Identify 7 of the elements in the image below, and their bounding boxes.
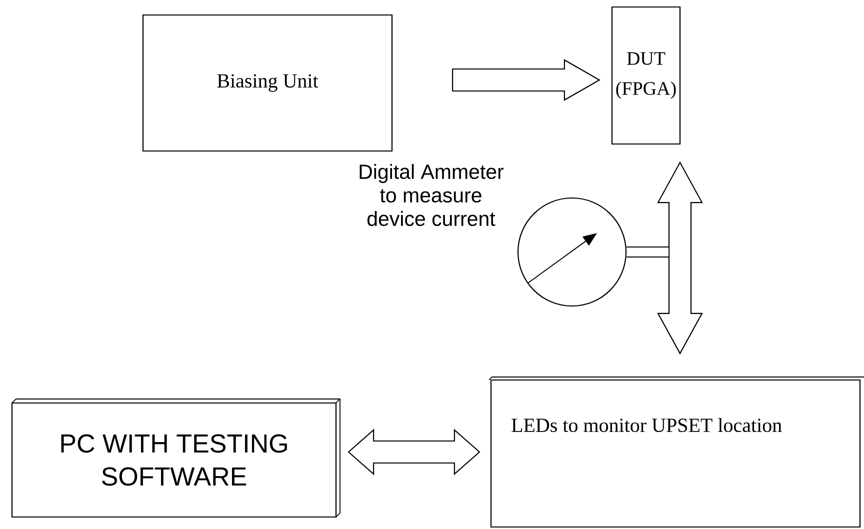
pc-box: PC WITH TESTING SOFTWARE [11, 398, 340, 518]
ammeter-label: Digital Ammeter to measure device current [360, 164, 504, 226]
led-panel-box: LEDs to monitor UPSET location [488, 376, 864, 528]
biasing-unit-box: Biasing Unit [142, 14, 393, 152]
block-arrow [452, 59, 601, 101]
dut-box: DUT (FPGA) [611, 6, 681, 145]
connector-line [626, 246, 669, 258]
